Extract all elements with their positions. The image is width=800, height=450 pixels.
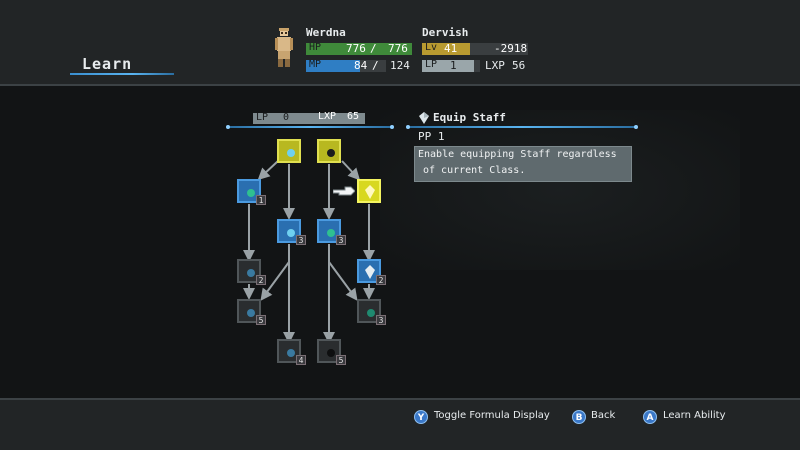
learn-ability-hint[interactable]: Learn Ability	[663, 410, 726, 421]
lxp-label: LXP	[485, 59, 505, 72]
tree-lp-label: LP	[256, 112, 269, 123]
level-label: Lv	[425, 43, 438, 53]
skill-cost-badge: 3	[336, 235, 346, 245]
skill-gem-icon	[367, 309, 375, 317]
skill-cost-badge: 2	[256, 275, 266, 285]
bottom-hint-bar	[0, 398, 800, 450]
mp-fill	[306, 60, 361, 72]
hp-label: HP	[309, 43, 322, 53]
pointer-hand-icon	[333, 186, 355, 196]
tree-lxp-label: LXP	[318, 111, 337, 122]
mp-label: MP	[309, 60, 322, 70]
ability-line-dot-right	[634, 125, 638, 129]
crystal-icon	[365, 265, 375, 279]
toggle-formula-hint[interactable]: Toggle Formula Display	[434, 410, 550, 421]
character-portrait-icon	[275, 28, 293, 67]
skill-gem-icon	[247, 269, 255, 277]
a-button-icon[interactable]: A	[643, 410, 657, 424]
ability-crystal-icon	[419, 112, 429, 124]
b-button-icon[interactable]: B	[572, 410, 586, 424]
y-button-icon[interactable]: Y	[414, 410, 428, 424]
lxp-value: 56	[512, 59, 526, 72]
character-name: Werdna	[306, 26, 346, 39]
level-fill	[422, 43, 470, 55]
lp-label: LP	[425, 60, 438, 70]
staff-crystal-icon	[365, 185, 375, 199]
main-panel	[0, 86, 800, 398]
skill-gem-icon	[287, 149, 295, 157]
ability-description-box: Enable equipping Staff regardless of cur…	[414, 146, 632, 182]
skill-node-b1[interactable]	[277, 219, 301, 243]
tree-line-dot-right	[390, 125, 394, 129]
ability-line-dot-left	[406, 125, 410, 129]
ability-description-line-2: of current Class.	[423, 165, 526, 176]
hp-separator: /	[370, 43, 377, 55]
skill-cost-badge: 5	[336, 355, 346, 365]
mp-current: 84	[354, 60, 368, 72]
skill-cost-badge: 5	[256, 315, 266, 325]
skill-gem-icon	[287, 229, 295, 237]
level-value: 41	[444, 43, 458, 55]
ability-header-line	[408, 126, 636, 128]
mp-bar: MP 84 /	[306, 60, 386, 72]
tree-lp-box: LP 0	[253, 112, 365, 124]
ability-name: Equip Staff	[433, 111, 506, 124]
mp-separator: /	[372, 60, 379, 72]
skill-gem-icon	[327, 349, 335, 357]
back-hint[interactable]: Back	[591, 410, 616, 421]
skill-cost-badge: 1	[256, 195, 266, 205]
bottom-divider	[0, 398, 800, 400]
tree-lp-value: 0	[283, 112, 290, 123]
skill-gem-icon	[287, 349, 295, 357]
lp-value: 1	[450, 60, 457, 72]
level-bar: Lv 41 -2918	[422, 43, 528, 55]
background-glow	[380, 110, 740, 270]
skill-node-equip-staff-selected[interactable]	[357, 179, 381, 203]
exp-to-next: -2918	[494, 43, 528, 55]
skill-node-root-right[interactable]	[317, 139, 341, 163]
top-divider	[0, 84, 800, 86]
mp-max: 124	[390, 59, 410, 72]
top-status-bar	[0, 0, 800, 84]
hp-max: 776	[388, 43, 408, 55]
screen-title: Learn	[82, 55, 133, 73]
tree-line-dot-left	[226, 125, 230, 129]
ability-description-line-1: Enable equipping Staff regardless	[418, 149, 617, 160]
skill-gem-icon	[247, 189, 255, 197]
title-underline	[70, 73, 174, 75]
skill-gem-icon	[327, 229, 335, 237]
lp-fill	[422, 60, 475, 72]
hp-current: 776	[346, 43, 366, 55]
tree-lxp-value: 65	[347, 111, 360, 122]
skill-cost-badge: 2	[376, 275, 386, 285]
skill-gem-icon	[327, 149, 335, 157]
skill-node-root-left[interactable]	[277, 139, 301, 163]
ability-pp-cost: PP 1	[418, 130, 445, 143]
hp-fill	[306, 43, 412, 55]
lp-bar: LP 1	[422, 60, 480, 72]
hp-bar: HP 776 / 776	[306, 43, 412, 55]
skill-cost-badge: 3	[296, 235, 306, 245]
skill-cost-badge: 4	[296, 355, 306, 365]
class-name: Dervish	[422, 26, 469, 39]
skill-cost-badge: 3	[376, 315, 386, 325]
skill-gem-icon	[247, 309, 255, 317]
tree-header-line	[228, 126, 392, 128]
